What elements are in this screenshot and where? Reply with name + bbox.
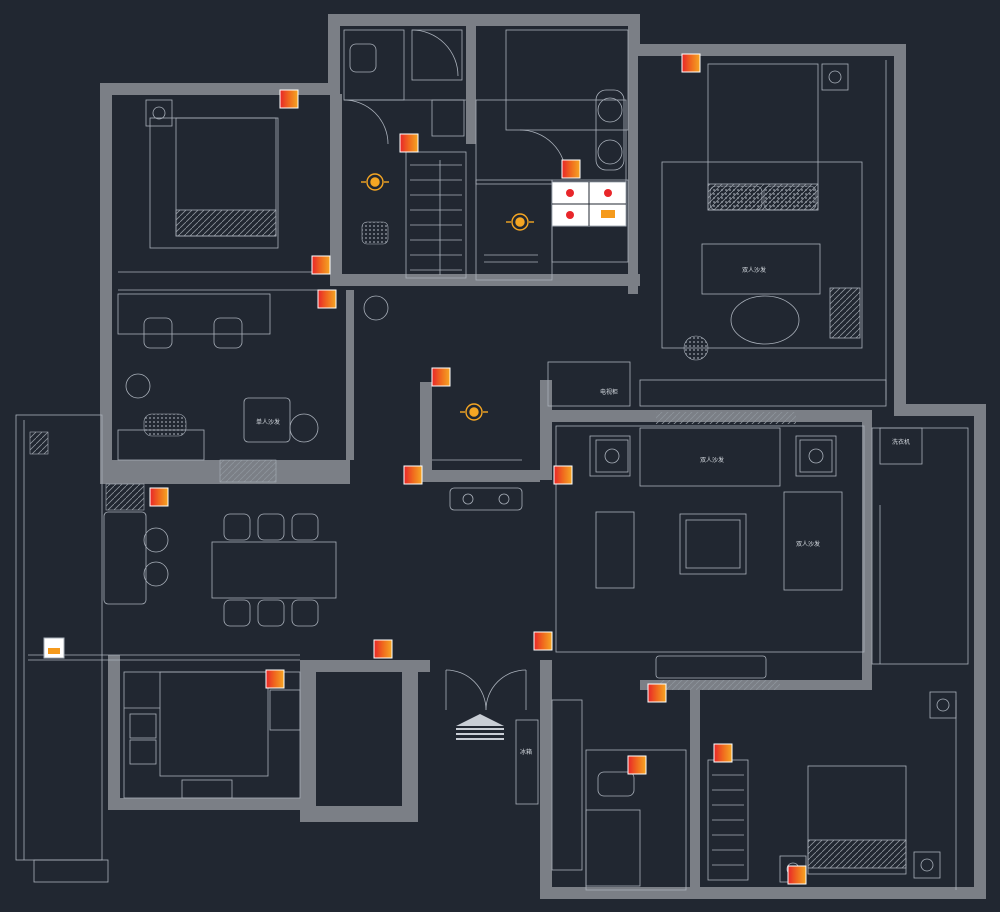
socket-icon	[561, 159, 581, 179]
socket-icon	[311, 255, 331, 275]
fridge-label: 冰箱	[520, 748, 532, 756]
socket-icon	[627, 755, 647, 775]
socket-icon	[149, 487, 169, 507]
socket-icon	[647, 683, 667, 703]
switch-panel-icon	[551, 181, 627, 227]
socket-icon	[431, 367, 451, 387]
socket-icon	[403, 465, 423, 485]
fixtures	[349, 43, 767, 797]
sofa-label-right: 双人沙发	[796, 540, 820, 548]
ceiling-light-icon	[460, 403, 488, 421]
range-hood-icon	[43, 637, 65, 659]
stair-arrow-icon	[456, 714, 504, 740]
tv-cabinet-label: 电视柜	[600, 388, 618, 396]
socket-icon	[279, 89, 299, 109]
socket-icon	[373, 639, 393, 659]
socket-icon	[317, 289, 337, 309]
socket-icon	[533, 631, 553, 651]
sockets	[149, 53, 807, 885]
ceiling-lights	[361, 173, 534, 421]
armchair-label: 单人沙发	[256, 418, 280, 426]
wardrobe-hangers	[410, 160, 744, 866]
ceiling-light-icon	[506, 213, 534, 231]
ceiling-light-icon	[361, 173, 389, 191]
sofa-label-living: 双人沙发	[700, 456, 724, 464]
socket-icon	[681, 53, 701, 73]
room-labels: 双人沙发 双人沙发 双人沙发 单人沙发 电视柜 冰箱 洗衣机	[256, 266, 910, 756]
socket-icon	[399, 133, 419, 153]
sofa-label-top: 双人沙发	[742, 266, 766, 274]
hatched-areas	[29, 412, 796, 690]
socket-icon	[787, 865, 807, 885]
washer-label: 洗衣机	[892, 438, 910, 446]
socket-icon	[553, 465, 573, 485]
dining-chairs	[125, 317, 319, 627]
cushions	[143, 185, 817, 437]
socket-icon	[713, 743, 733, 763]
socket-icon	[265, 669, 285, 689]
